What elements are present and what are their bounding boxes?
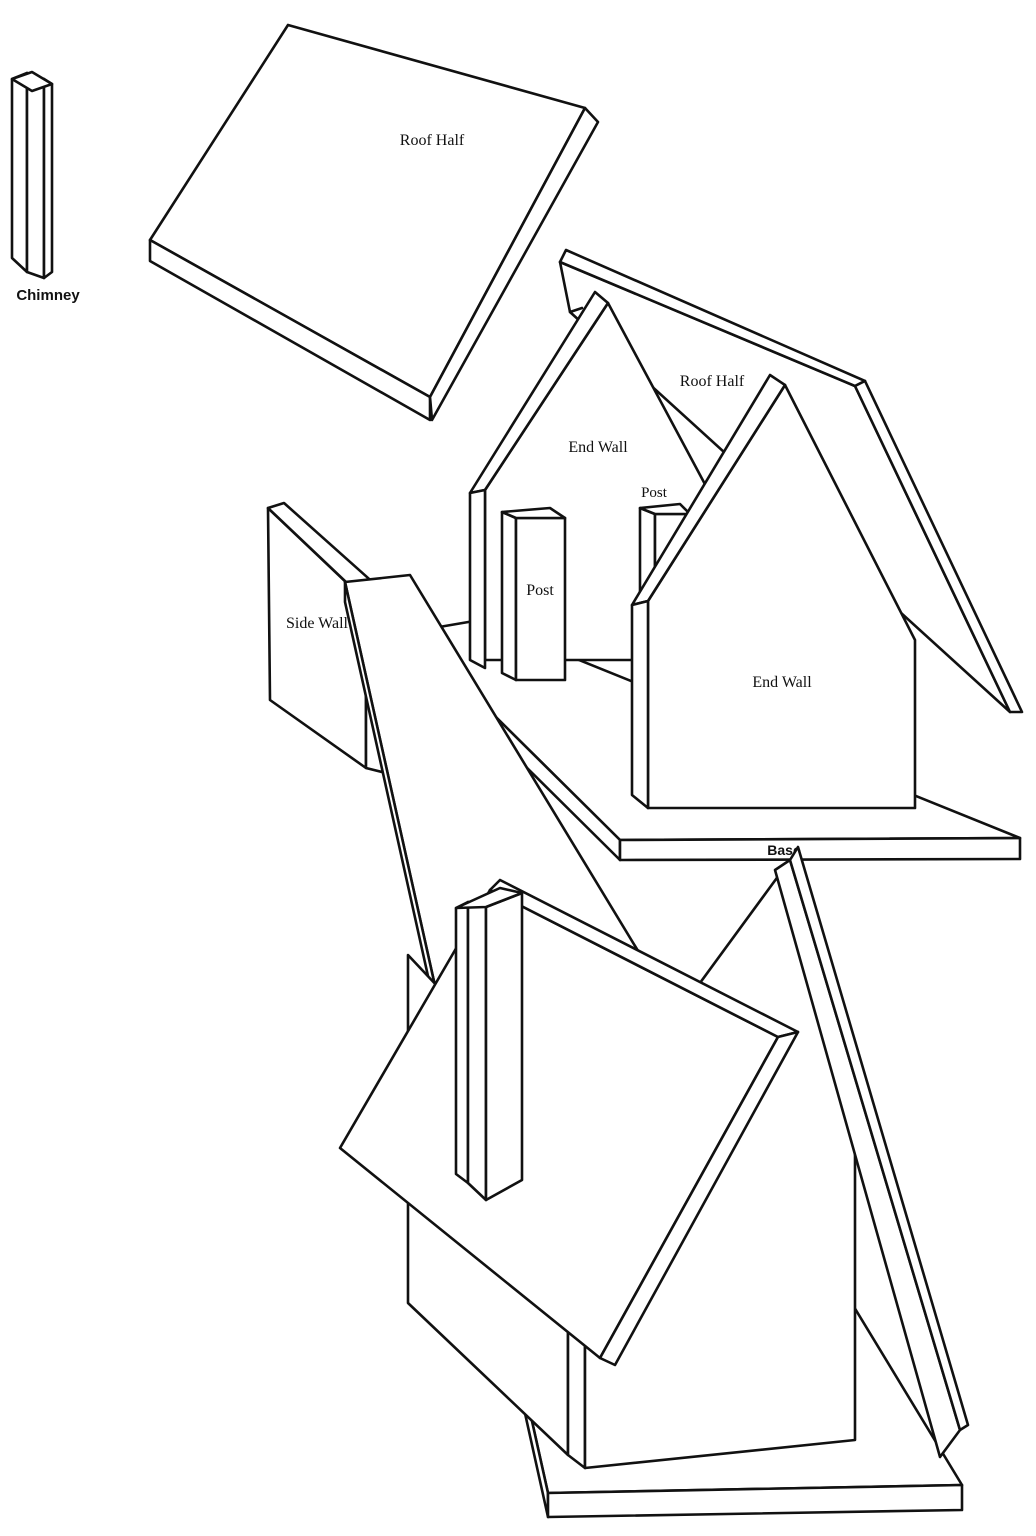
roof-half-back-label: Roof Half — [680, 373, 745, 390]
assembled-roof-left-edge — [598, 1030, 800, 1367]
chimney-label: Chimney — [16, 287, 80, 304]
post-right-label: Post — [641, 485, 668, 501]
end-wall-front-label: End Wall — [752, 674, 812, 691]
assembled-roof-right-edge — [788, 845, 970, 1432]
assembled-chimney-front — [484, 891, 524, 1202]
assembled-chimney-side — [454, 900, 470, 1185]
assembled-chimney-mid — [466, 900, 488, 1202]
end-wall-front-part — [630, 373, 917, 810]
end-wall-back-label: End Wall — [568, 439, 628, 456]
post-left-part — [500, 506, 567, 682]
roof-half-top-label: Roof Half — [400, 132, 465, 149]
assembled-chimney-top — [454, 886, 524, 910]
chimney-part — [10, 70, 54, 280]
side-wall-label: Side Wall — [286, 615, 349, 632]
post-left-label: Post — [526, 582, 554, 599]
roof-half-part — [148, 23, 600, 422]
assembled-base-side — [546, 1483, 964, 1519]
assembled-birdhouse — [338, 573, 970, 1519]
